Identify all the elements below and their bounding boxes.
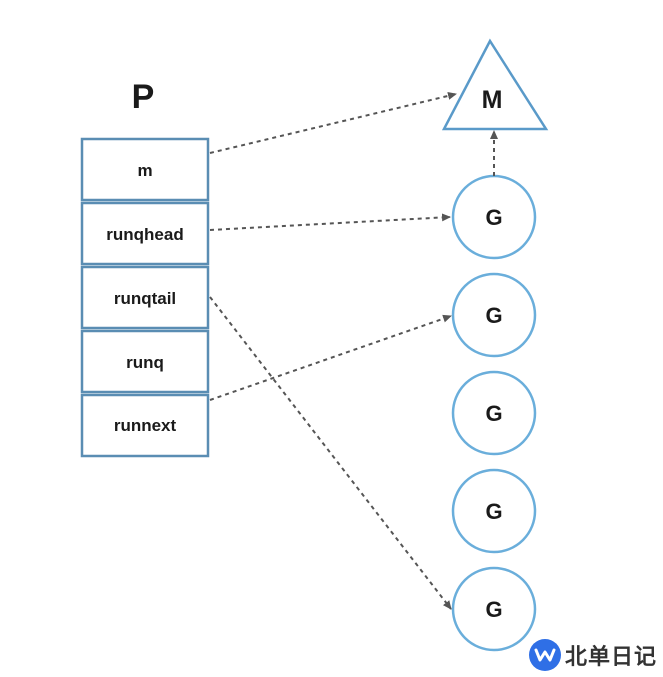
goroutine-label: G: [485, 401, 502, 426]
field-label-runnext: runnext: [114, 416, 177, 435]
arrow-runqtail-to-g5: [209, 296, 452, 610]
field-label-m: m: [137, 161, 152, 180]
goroutine-node: G: [451, 468, 537, 554]
goroutine-queue: G G G G G: [451, 174, 537, 652]
goroutine-node: G: [451, 174, 537, 260]
field-label-runq: runq: [126, 353, 164, 372]
goroutine-node: G: [451, 370, 537, 456]
goroutine-circle: [451, 272, 537, 358]
watermark: 北单日记: [528, 639, 657, 671]
watermark-text: 北单日记: [564, 645, 657, 670]
field-runqhead: runqhead: [80, 201, 210, 266]
goroutine-circle: [451, 566, 537, 652]
watermark-logo-icon: [528, 639, 561, 671]
goroutine-node: G: [451, 566, 537, 652]
field-label-runqtail: runqtail: [114, 289, 176, 308]
arrow-runnext-to-g2: [209, 314, 452, 401]
machine-triangle: [441, 38, 549, 131]
field-runqtail: runqtail: [80, 265, 210, 330]
pointer-arrows: [209, 91, 498, 610]
goroutine-node: G: [451, 272, 537, 358]
arrow-runqhead-to-g1: [209, 213, 451, 231]
processor-title: P: [132, 78, 155, 116]
field-box: [80, 265, 210, 330]
field-box: [80, 137, 210, 202]
field-box: [80, 201, 210, 266]
goroutine-label: G: [485, 597, 502, 622]
goroutine-label: G: [485, 205, 502, 230]
processor-struct: m runqhead runqtail runq runnext: [80, 137, 210, 458]
field-box: [80, 329, 210, 394]
goroutine-circle: [451, 468, 537, 554]
field-runq: runq: [80, 329, 210, 394]
goroutine-label: G: [485, 499, 502, 524]
field-box: [80, 393, 210, 458]
field-m: m: [80, 137, 210, 202]
field-label-runqhead: runqhead: [106, 225, 183, 244]
goroutine-circle: [451, 370, 537, 456]
field-runnext: runnext: [80, 393, 210, 458]
machine-label: M: [482, 86, 503, 114]
goroutine-label: G: [485, 303, 502, 328]
arrow-m-to-machine: [209, 91, 457, 154]
machine-node: M: [441, 38, 549, 131]
